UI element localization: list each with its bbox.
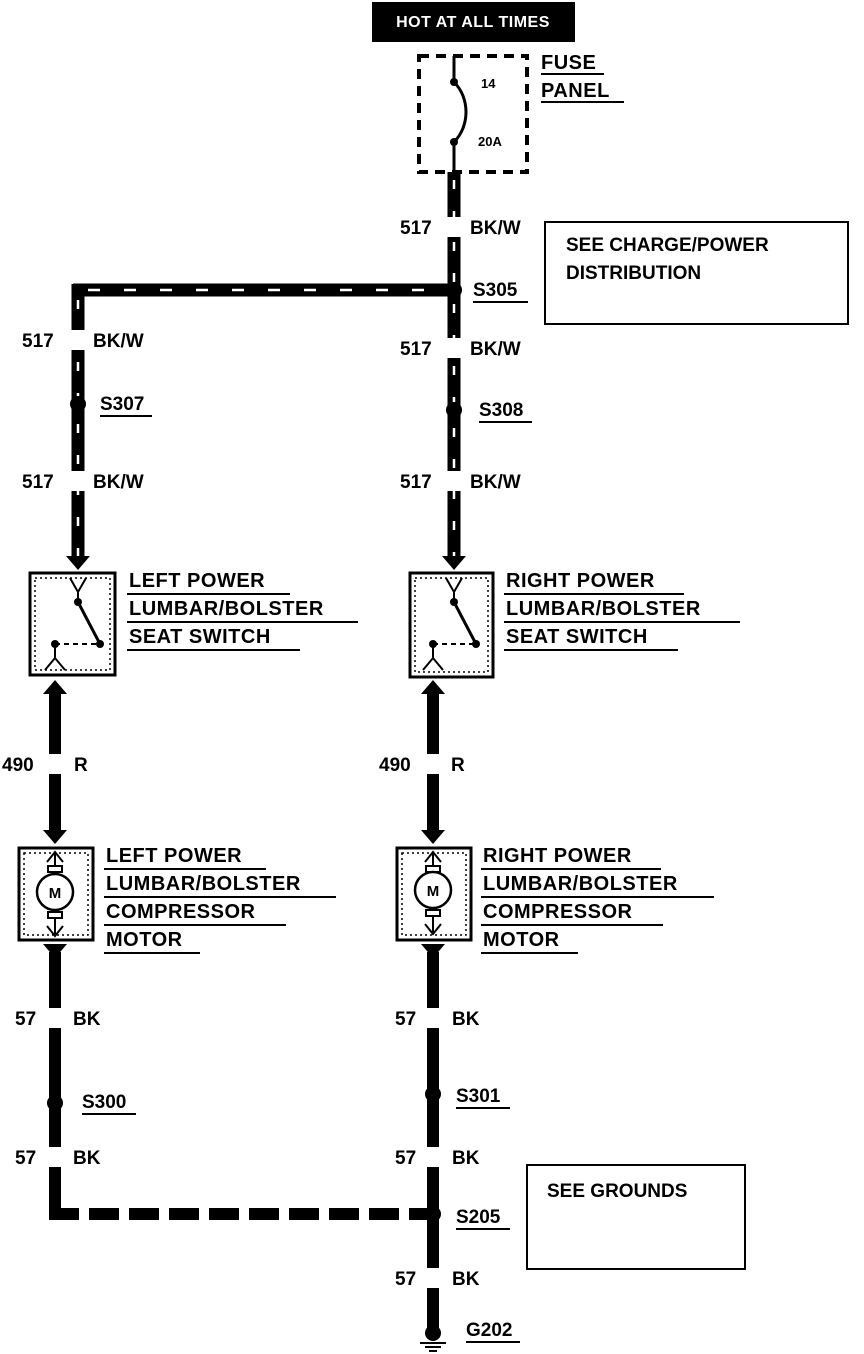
left-compressor-motor [17, 846, 95, 942]
motor-symbol: M [49, 885, 62, 902]
see-grounds-box [526, 1164, 746, 1270]
see-charge-power-label: SEE CHARGE/POWER [566, 235, 769, 256]
right-switch-input-arrow [442, 556, 466, 570]
left-switch-label-2: LUMBAR/BOLSTER [129, 598, 324, 620]
wire-circuit-label: 490 [2, 755, 34, 776]
wire-color-label: BK [452, 1009, 480, 1030]
motor-symbol: M [427, 883, 440, 900]
right-motor-label-3: COMPRESSOR [483, 901, 633, 923]
splice-s205 [425, 1206, 441, 1222]
wire-57-bk [43, 944, 445, 1332]
splice-s301-label: S301 [456, 1086, 501, 1107]
ground-g202-connector [425, 1325, 441, 1341]
wire-circuit-label: 57 [15, 1148, 36, 1169]
right-motor-label-2: LUMBAR/BOLSTER [483, 873, 678, 895]
wire-color-label: R [451, 755, 465, 776]
fuse-rating: 20A [478, 134, 502, 149]
wire-circuit-label: 57 [395, 1269, 416, 1290]
fuse-number: 14 [481, 76, 496, 91]
motor-icon [413, 870, 453, 910]
splice-s301 [425, 1086, 441, 1102]
wire-circuit-label: 517 [22, 331, 54, 352]
fuse-panel-title-2: PANEL [541, 80, 610, 102]
splice-s305-label: S305 [473, 280, 518, 301]
wire-circuit-label: 57 [15, 1009, 36, 1030]
splice-s308-label: S308 [479, 400, 523, 421]
see-charge-power-box [544, 221, 849, 325]
wire-circuit-label: 57 [395, 1009, 416, 1030]
left-motor-label-2: LUMBAR/BOLSTER [106, 873, 301, 895]
left-motor-label-1: LEFT POWER [106, 845, 242, 867]
splice-s205-label: S205 [456, 1207, 501, 1228]
left-motor-label-4: MOTOR [106, 929, 183, 951]
right-switch-label-1: RIGHT POWER [506, 570, 655, 592]
wire-circuit-label: 517 [400, 339, 432, 360]
right-seat-switch [408, 571, 495, 679]
wire-color-label: BK [452, 1269, 480, 1290]
motor-icon [35, 872, 75, 912]
wire-color-label: BK/W [470, 339, 521, 360]
right-switch-label-2: LUMBAR/BOLSTER [506, 598, 701, 620]
hot-at-all-times-banner [372, 2, 575, 42]
wire-color-label: BK [452, 1148, 480, 1169]
see-charge-power-label-2: DISTRIBUTION [566, 263, 701, 284]
splice-s308 [446, 402, 462, 418]
splice-s300 [47, 1095, 63, 1111]
left-seat-switch [28, 571, 117, 677]
wire-color-label: BK/W [470, 472, 521, 493]
wire-color-label: BK [73, 1148, 101, 1169]
wire-circuit-label: 517 [400, 472, 432, 493]
ground-g202-label: G202 [466, 1320, 512, 1341]
wire-517-bkw [71, 172, 461, 560]
wire-color-label: BK [73, 1009, 101, 1030]
fuse-panel-title-1: FUSE [541, 52, 596, 74]
banner-label: HOT AT ALL TIMES [396, 14, 550, 31]
see-grounds-label: SEE GROUNDS [547, 1181, 687, 1202]
left-motor-label-3: COMPRESSOR [106, 901, 256, 923]
splice-s305 [446, 282, 462, 298]
wire-circuit-label: 517 [400, 218, 432, 239]
left-switch-label-1: LEFT POWER [129, 570, 265, 592]
splice-s307 [70, 396, 86, 412]
fuse-panel-box [417, 54, 529, 174]
splice-s307-label: S307 [100, 394, 144, 415]
wire-circuit-label: 57 [395, 1148, 416, 1169]
fuse-element-icon [452, 80, 468, 144]
wire-circuit-label: 517 [22, 472, 54, 493]
ground-icon [420, 1342, 446, 1352]
wire-color-label: BK/W [93, 331, 144, 352]
right-compressor-motor [395, 846, 473, 942]
wire-color-label: BK/W [470, 218, 521, 239]
left-switch-label-3: SEAT SWITCH [129, 626, 271, 648]
right-motor-label-1: RIGHT POWER [483, 845, 632, 867]
right-switch-label-3: SEAT SWITCH [506, 626, 648, 648]
wire-color-label: BK/W [93, 472, 144, 493]
wire-color-label: R [74, 755, 88, 776]
left-switch-input-arrow [66, 556, 90, 570]
right-motor-label-4: MOTOR [483, 929, 560, 951]
wire-circuit-label: 490 [379, 755, 411, 776]
splice-s300-label: S300 [82, 1092, 126, 1113]
